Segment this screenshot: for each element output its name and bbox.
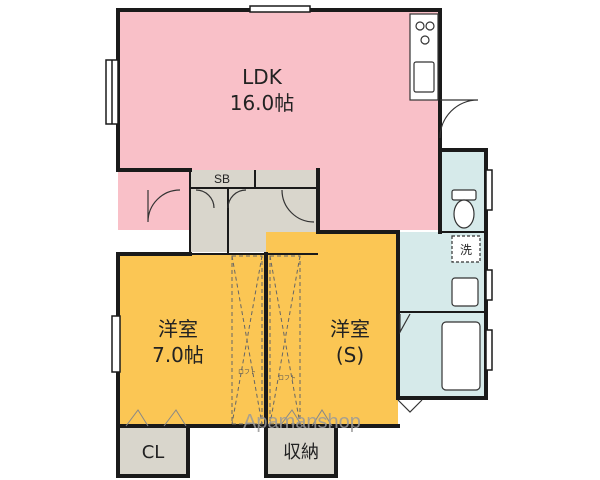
toilet xyxy=(451,189,477,229)
watermark-text: Apamanshop xyxy=(243,411,361,433)
western-room-1-size: 7.0帖 xyxy=(152,343,204,367)
western-room-2 xyxy=(266,232,398,426)
thin-walls xyxy=(189,170,486,313)
western-room-2-size: (S) xyxy=(336,343,364,367)
ldk-size: 16.0帖 xyxy=(230,91,295,115)
ldk-name: LDK xyxy=(242,65,283,89)
washroom-label: 洗 xyxy=(460,243,472,257)
loft-dashed-lines xyxy=(231,255,301,425)
washroom-fixtures xyxy=(451,235,481,307)
door-swings xyxy=(147,99,479,413)
loft-label-2: ロフト xyxy=(278,375,296,382)
bathtub xyxy=(441,321,481,391)
walls xyxy=(116,8,488,478)
storage-closet xyxy=(266,426,336,476)
closet-doors xyxy=(125,409,333,427)
western-room-2-name: 洋室 xyxy=(330,317,370,341)
shoe-box-label: SB xyxy=(214,172,230,186)
western-room-1 xyxy=(118,254,266,426)
closet-cl xyxy=(118,426,188,476)
western-room-1-name: 洋室 xyxy=(158,317,198,341)
kitchen-counter xyxy=(409,13,439,101)
windows xyxy=(105,5,493,373)
closet-label: CL xyxy=(142,442,165,463)
loft-label-1: ロフト xyxy=(238,369,256,376)
storage-label: 収納 xyxy=(283,442,319,463)
